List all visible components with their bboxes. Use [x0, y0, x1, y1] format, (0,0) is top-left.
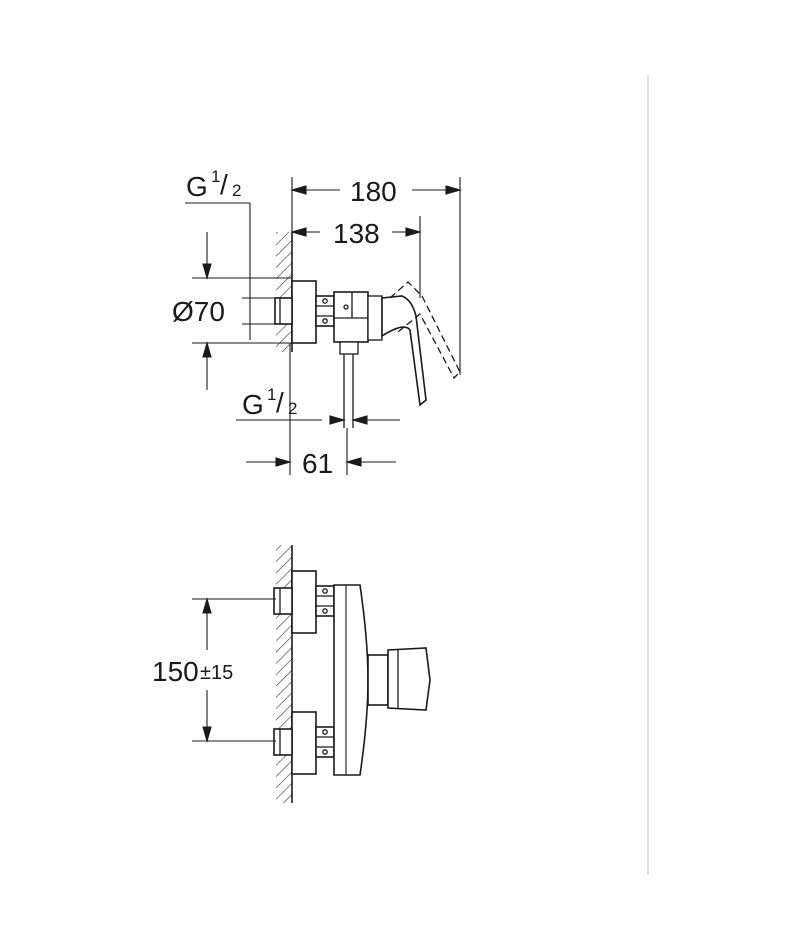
thread-bottom-slash: /	[276, 387, 284, 418]
thread-bottom-letter: G	[242, 389, 264, 420]
lever-open-dashed	[389, 281, 461, 380]
front-view	[273, 545, 431, 803]
inlet-spacing-value: 150	[152, 656, 199, 687]
thread-top-slash: /	[220, 169, 228, 200]
side-dimensions	[185, 177, 463, 475]
body-width-label: 138	[333, 218, 380, 249]
wall-front	[276, 545, 293, 803]
inlet-spacing-tolerance: ±15	[200, 662, 233, 684]
lever-front	[367, 647, 431, 711]
upper-inlet	[273, 570, 335, 634]
front-dimensions	[192, 596, 276, 744]
overall-width-label: 180	[350, 176, 397, 207]
thread-top-denominator: 2	[232, 181, 241, 200]
front-labels: 150 ±15	[152, 656, 233, 687]
mixer-body-side	[333, 291, 383, 428]
side-labels: G 1 / 2 180 138 Ø70 G 1 / 2 61	[172, 167, 397, 479]
wall-side	[276, 232, 293, 352]
union-nut	[315, 295, 335, 327]
lower-inlet	[273, 711, 335, 775]
mixer-body-front	[333, 584, 369, 776]
thread-top-numerator: 1	[211, 167, 220, 186]
lever-closed	[381, 295, 427, 407]
outlet-offset-label: 61	[302, 448, 333, 479]
side-view	[274, 232, 461, 428]
thread-bottom-numerator: 1	[267, 385, 276, 404]
thread-top-letter: G	[186, 171, 208, 202]
rosette-diameter-label: Ø70	[172, 296, 225, 327]
thread-bottom-denominator: 2	[288, 399, 297, 418]
